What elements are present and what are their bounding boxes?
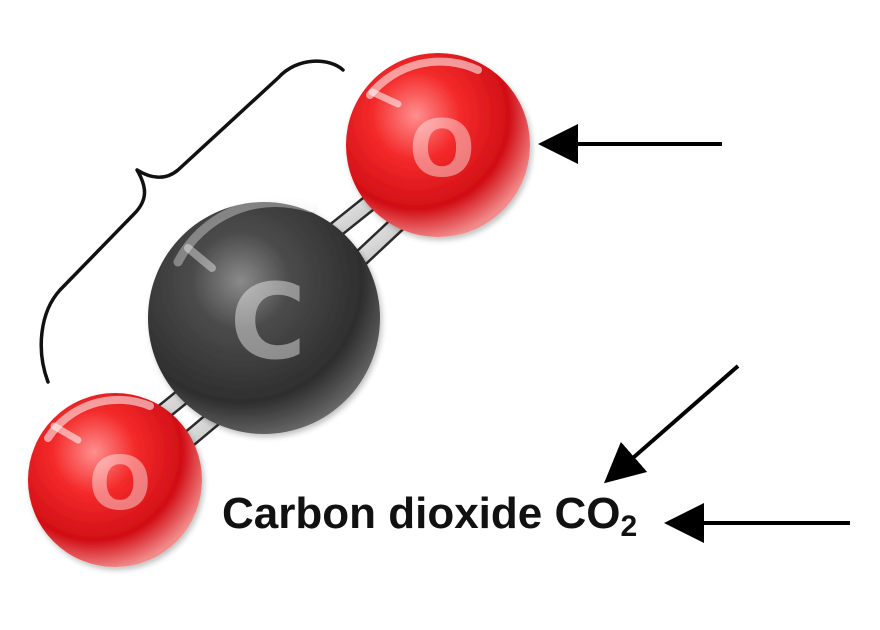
- curly-bracket: [39, 59, 345, 384]
- caption-main: Carbon dioxide CO: [222, 489, 620, 538]
- oxygen-top-label: O: [409, 105, 475, 195]
- caption-subscript: 2: [620, 510, 637, 543]
- oxygen-bottom-label: O: [89, 441, 152, 527]
- oxygen-atom-bottom: O: [28, 393, 202, 567]
- carbon-atom: C: [148, 198, 380, 434]
- oxygen-atom-top: O: [346, 53, 530, 237]
- caption: Carbon dioxide CO2: [222, 489, 637, 543]
- arrow-diagonal: [603, 364, 740, 484]
- carbon-label: C: [230, 261, 306, 383]
